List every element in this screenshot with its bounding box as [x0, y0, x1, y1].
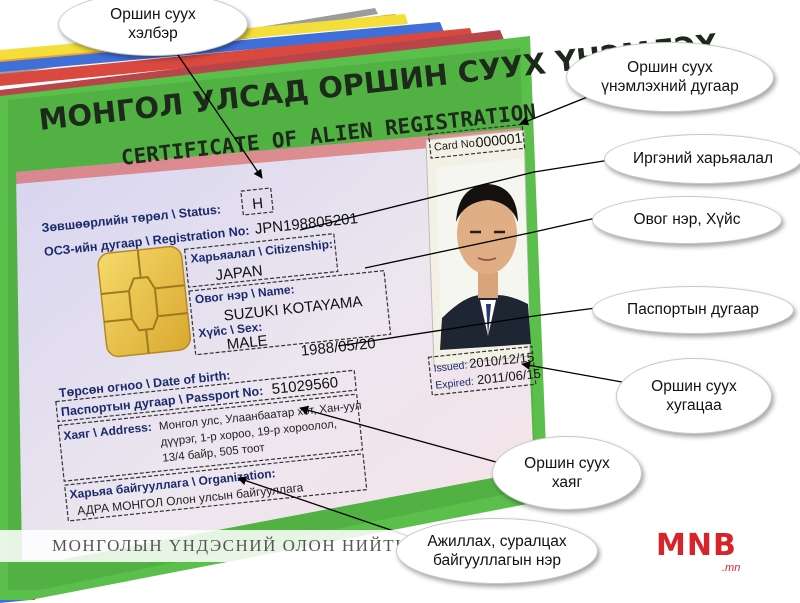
status-box: [240, 187, 274, 216]
leader-organization: [237, 476, 421, 541]
stack-card-red: [0, 28, 474, 86]
callout-status: Оршин суух хэлбэр: [58, 0, 248, 56]
leader-validity: [521, 360, 623, 383]
issued-value: 2010/12/15: [468, 349, 534, 371]
callout-passport: Паспортын дугаар: [592, 286, 794, 334]
portrait-photo: [440, 184, 531, 350]
stack-card-blue: [0, 22, 444, 72]
leader-passport: [533, 307, 597, 317]
leader-status: [177, 54, 263, 179]
chip: [97, 245, 191, 358]
callout-name-sex: Овог нэр, Хүйс: [592, 196, 782, 244]
callout-organization: Ажиллах, суралцах байгууллагын нэр: [396, 518, 598, 584]
expired-label: Expired:: [435, 376, 475, 392]
expired-value: 2011/06/15: [476, 366, 541, 388]
validity-box: Issued: 2010/12/15 Expired: 2011/06/15: [427, 345, 542, 396]
mnb-logo-text: MNB: [656, 528, 737, 563]
card-number-box: Card No: 000001: [427, 123, 526, 159]
citizenship-box: [183, 232, 339, 288]
organization-box: [63, 453, 368, 522]
name-sex-box: [188, 269, 392, 356]
address-box: [57, 393, 364, 482]
leader-citizenship-inner: [299, 171, 535, 231]
callout-citizenship: Иргэний харьяалал: [604, 134, 800, 184]
sex-value: MALE: [226, 332, 268, 353]
callout-address: Оршин суух хаяг: [492, 436, 642, 510]
card-face: [16, 128, 534, 560]
leader-address: [299, 405, 497, 463]
callout-validity: Оршин суух хугацаа: [616, 358, 772, 434]
status-value: H: [251, 195, 264, 213]
passport-value: 51029560: [271, 374, 339, 398]
card-title-stripe: [16, 128, 521, 184]
leader-lines: [177, 54, 623, 541]
leader-passport-inner: [337, 315, 535, 347]
card-no-label: Card No:: [433, 137, 478, 154]
leader-name-sex: [533, 217, 597, 233]
mnb-logo-sub: .mn: [722, 562, 741, 574]
leader-citizenship: [533, 159, 611, 173]
card-no-value: 000001: [475, 130, 523, 151]
leader-name-sex-inner: [364, 231, 535, 269]
issued-label: Issued:: [433, 359, 468, 374]
callout-card-number: Оршин суух үнэмлэхний дугаар: [566, 42, 774, 112]
passport-box: [55, 369, 357, 423]
mnb-logo: MNB .mn: [656, 528, 768, 574]
sex-label: Хүйс \ Sex:: [198, 320, 263, 341]
citizenship-value: JAPAN: [215, 262, 264, 284]
